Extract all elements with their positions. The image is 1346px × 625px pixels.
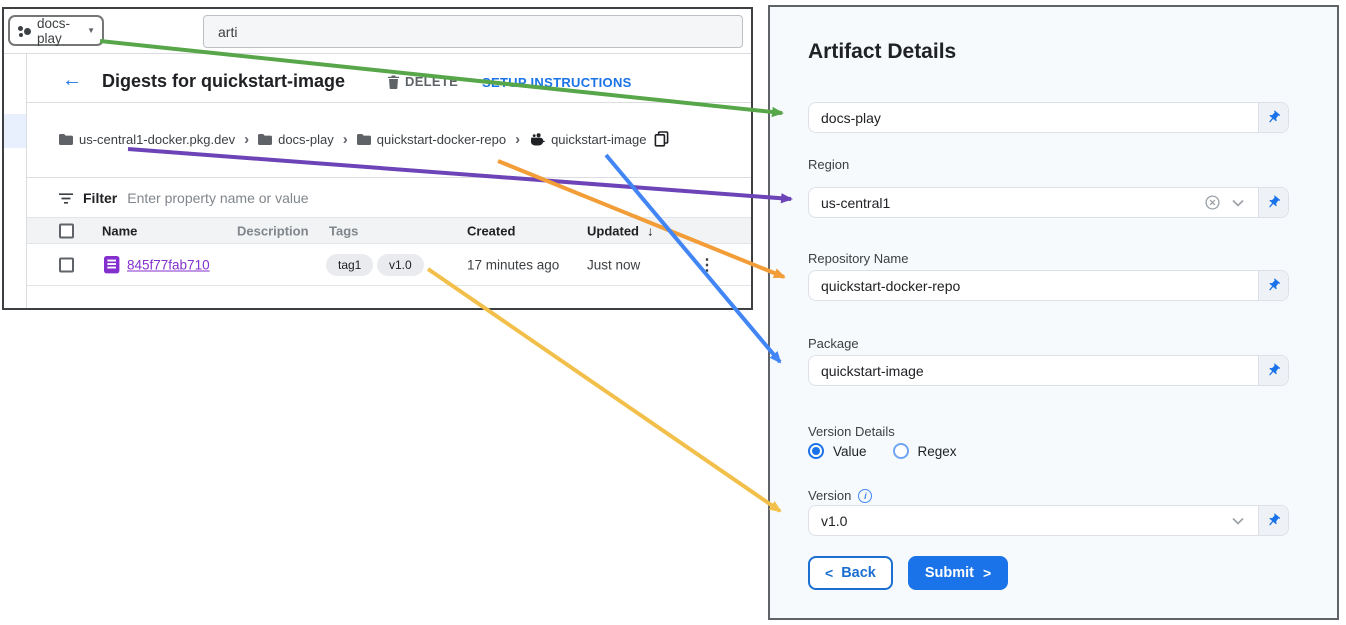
delete-button[interactable]: DELETE (387, 74, 458, 89)
form-buttons: < Back Submit > (808, 556, 1009, 590)
artifact-details-panel: Artifact Details Region (768, 5, 1339, 620)
form-title: Artifact Details (808, 40, 957, 63)
row-created: 17 minutes ago (467, 257, 560, 273)
radio-option-regex[interactable]: Regex (892, 443, 957, 459)
chevron-right-icon: > (983, 565, 992, 581)
breadcrumb-item-repository[interactable]: quickstart-docker-repo (356, 131, 507, 147)
delete-label: DELETE (405, 74, 459, 89)
chevron-down-icon[interactable] (1232, 199, 1244, 207)
chevron-down-icon[interactable] (1232, 517, 1244, 525)
version-label: Version (808, 488, 852, 503)
filter-input[interactable] (127, 190, 448, 206)
filter-label: Filter (83, 190, 118, 206)
column-header-updated[interactable]: Updated↓ (587, 223, 654, 238)
submit-button[interactable]: Submit > (907, 556, 1009, 590)
version-field-group (808, 505, 1289, 536)
row-checkbox[interactable] (59, 257, 74, 273)
pin-icon (1269, 110, 1281, 123)
project-field-group (808, 102, 1289, 133)
pin-button[interactable] (1258, 506, 1288, 535)
project-selector-label: docs-play (37, 15, 71, 46)
breadcrumb-label: quickstart-docker-repo (376, 131, 507, 147)
back-button[interactable]: < Back (808, 556, 893, 590)
folder-icon (59, 133, 73, 145)
breadcrumb-item-host[interactable]: us-central1-docker.pkg.dev (59, 132, 235, 147)
breadcrumb-label: us-central1-docker.pkg.dev (79, 131, 236, 147)
console-panel: docs-play ▼ ← Digests for quickstart-ima… (2, 7, 753, 310)
pin-icon (1269, 513, 1281, 526)
project-icon (17, 24, 31, 38)
region-field-group (808, 187, 1289, 218)
pin-button[interactable] (1258, 271, 1288, 300)
sidebar-divider (26, 54, 27, 308)
chevron-right-icon: › (244, 130, 250, 148)
column-header-name[interactable]: Name (102, 223, 138, 238)
breadcrumb-label: docs-play (278, 131, 334, 147)
version-details-radio-group: Value Regex (808, 443, 957, 459)
radio-selected-icon (808, 443, 824, 459)
select-all-checkbox[interactable] (59, 223, 74, 238)
sort-desc-icon: ↓ (647, 223, 654, 238)
table-header: Name Description Tags Created Updated↓ (27, 217, 751, 244)
digest-link[interactable]: 845f77fab710 (127, 257, 210, 273)
radio-unselected-icon (892, 443, 909, 459)
chevron-right-icon: › (342, 130, 348, 148)
sidebar-selected-item[interactable] (4, 114, 26, 148)
region-input[interactable] (821, 194, 1195, 211)
divider (27, 102, 751, 103)
digest-icon (104, 256, 120, 274)
region-label: Region (808, 157, 850, 172)
radio-option-value[interactable]: Value (808, 443, 867, 459)
filter-bar: Filter (59, 179, 741, 217)
page-title: Digests for quickstart-image (102, 71, 346, 91)
trash-icon (387, 75, 400, 89)
tag-chip[interactable]: v1.0 (377, 254, 424, 276)
breadcrumb: us-central1-docker.pkg.dev › docs-play ›… (59, 119, 741, 159)
column-header-description: Description (237, 223, 309, 238)
repository-field-group (808, 270, 1289, 301)
folder-icon (356, 133, 371, 145)
tag-chip[interactable]: tag1 (326, 254, 374, 276)
copy-icon[interactable] (654, 131, 669, 147)
back-arrow-icon[interactable]: ← (62, 69, 82, 91)
breadcrumb-label: quickstart-image (551, 131, 647, 147)
table-row: 845f77fab710 tag1 v1.0 17 minutes ago Ju… (27, 245, 751, 286)
folder-icon (258, 133, 273, 145)
pin-icon (1269, 195, 1281, 208)
info-icon[interactable]: i (858, 488, 873, 503)
pin-button[interactable] (1258, 356, 1288, 385)
console-topbar: docs-play ▼ (4, 9, 751, 54)
pin-button[interactable] (1258, 188, 1288, 217)
column-header-tags: Tags (329, 223, 359, 238)
project-selector[interactable]: docs-play ▼ (8, 15, 104, 46)
pin-button[interactable] (1258, 103, 1288, 132)
pin-icon (1269, 363, 1281, 376)
chevron-down-icon: ▼ (87, 26, 95, 35)
container-image-icon (529, 132, 545, 146)
filter-icon (59, 192, 73, 204)
version-label-row: Version i (808, 488, 873, 503)
kebab-menu-icon[interactable]: ⋮ (699, 257, 715, 274)
project-input[interactable] (821, 109, 1246, 126)
chevron-right-icon: › (515, 130, 521, 148)
breadcrumb-item-package[interactable]: quickstart-image (529, 132, 646, 147)
chevron-left-icon: < (825, 565, 834, 581)
clear-icon[interactable] (1205, 195, 1220, 210)
search-input[interactable] (203, 15, 743, 48)
setup-instructions-link[interactable]: SETUP INSTRUCTIONS (482, 75, 632, 90)
pin-icon (1269, 278, 1281, 291)
column-header-created[interactable]: Created (467, 223, 516, 238)
version-details-label: Version Details (808, 424, 895, 439)
package-label: Package (808, 336, 859, 351)
row-updated: Just now (587, 257, 641, 273)
divider (27, 177, 751, 178)
package-input[interactable] (821, 362, 1246, 379)
package-field-group (808, 355, 1289, 386)
repository-input[interactable] (821, 277, 1246, 294)
repository-label: Repository Name (808, 251, 909, 266)
version-input[interactable] (821, 512, 1222, 529)
breadcrumb-item-project[interactable]: docs-play (258, 132, 334, 147)
